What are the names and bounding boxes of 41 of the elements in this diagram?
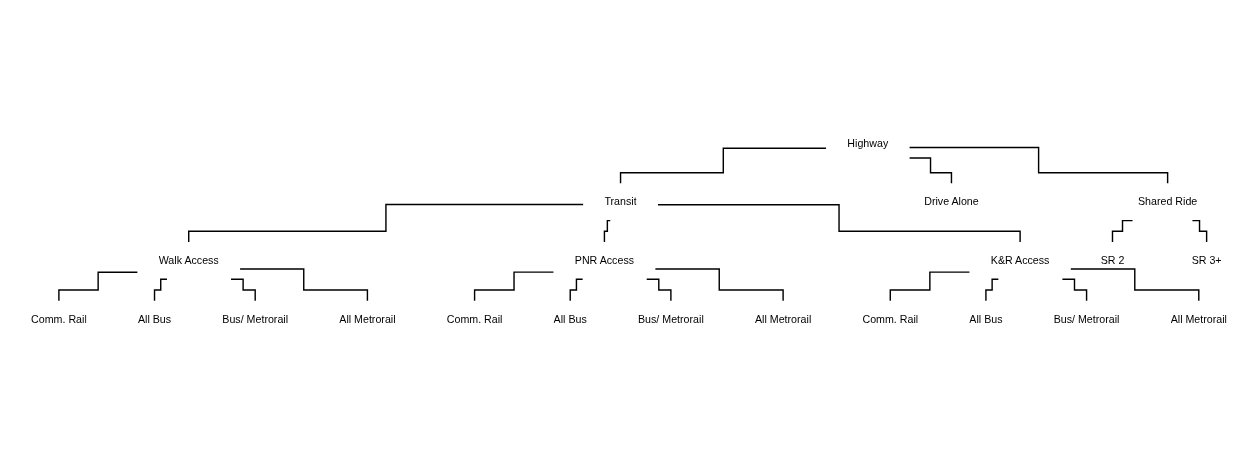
- connector: [603, 219, 611, 243]
- node-text: Comm. Rail: [31, 312, 87, 325]
- node-text: Comm. Rail: [862, 312, 919, 325]
- connector: [654, 267, 784, 301]
- node-text: All Bus: [553, 312, 587, 325]
- connector: [908, 146, 1169, 184]
- node-text: Drive Alone: [924, 195, 979, 208]
- node-text: Transit: [604, 195, 637, 208]
- connector: [1070, 267, 1200, 301]
- connector: [908, 156, 953, 184]
- node-text: SR 2: [1100, 253, 1125, 266]
- node-text: All Metrorail: [1170, 312, 1227, 325]
- connector: [985, 278, 1000, 301]
- connector: [239, 268, 369, 301]
- node-text: All Bus: [137, 312, 172, 325]
- node-text: Bus/ Metrorail: [1053, 312, 1120, 325]
- node-text: All Bus: [969, 312, 1003, 325]
- connector: [1061, 278, 1088, 301]
- connector: [473, 271, 555, 301]
- connector: [1191, 219, 1208, 243]
- connector: [1111, 219, 1134, 243]
- connector: [646, 278, 672, 301]
- node-text: SR 3+: [1191, 253, 1222, 266]
- node-text: Bus/ Metrorail: [222, 312, 289, 325]
- node-text: All Metrorail: [339, 312, 396, 325]
- node-text: Shared Ride: [1137, 195, 1198, 208]
- node-text: All Metrorail: [754, 312, 812, 325]
- connector: [657, 203, 1021, 243]
- connector: [188, 203, 584, 243]
- connector: [619, 147, 827, 184]
- connector: [230, 278, 256, 301]
- connector: [569, 278, 584, 301]
- node-text: K&R Access: [990, 253, 1050, 266]
- connector: [889, 271, 971, 301]
- node-text: Comm. Rail: [446, 312, 503, 325]
- connector: [58, 271, 139, 301]
- node-text: PNR Access: [574, 253, 635, 266]
- node-text: Highway: [847, 136, 889, 149]
- node-text: Bus/ Metrorail: [638, 312, 704, 325]
- connector: [153, 278, 168, 301]
- node-text: Walk Access: [158, 253, 219, 266]
